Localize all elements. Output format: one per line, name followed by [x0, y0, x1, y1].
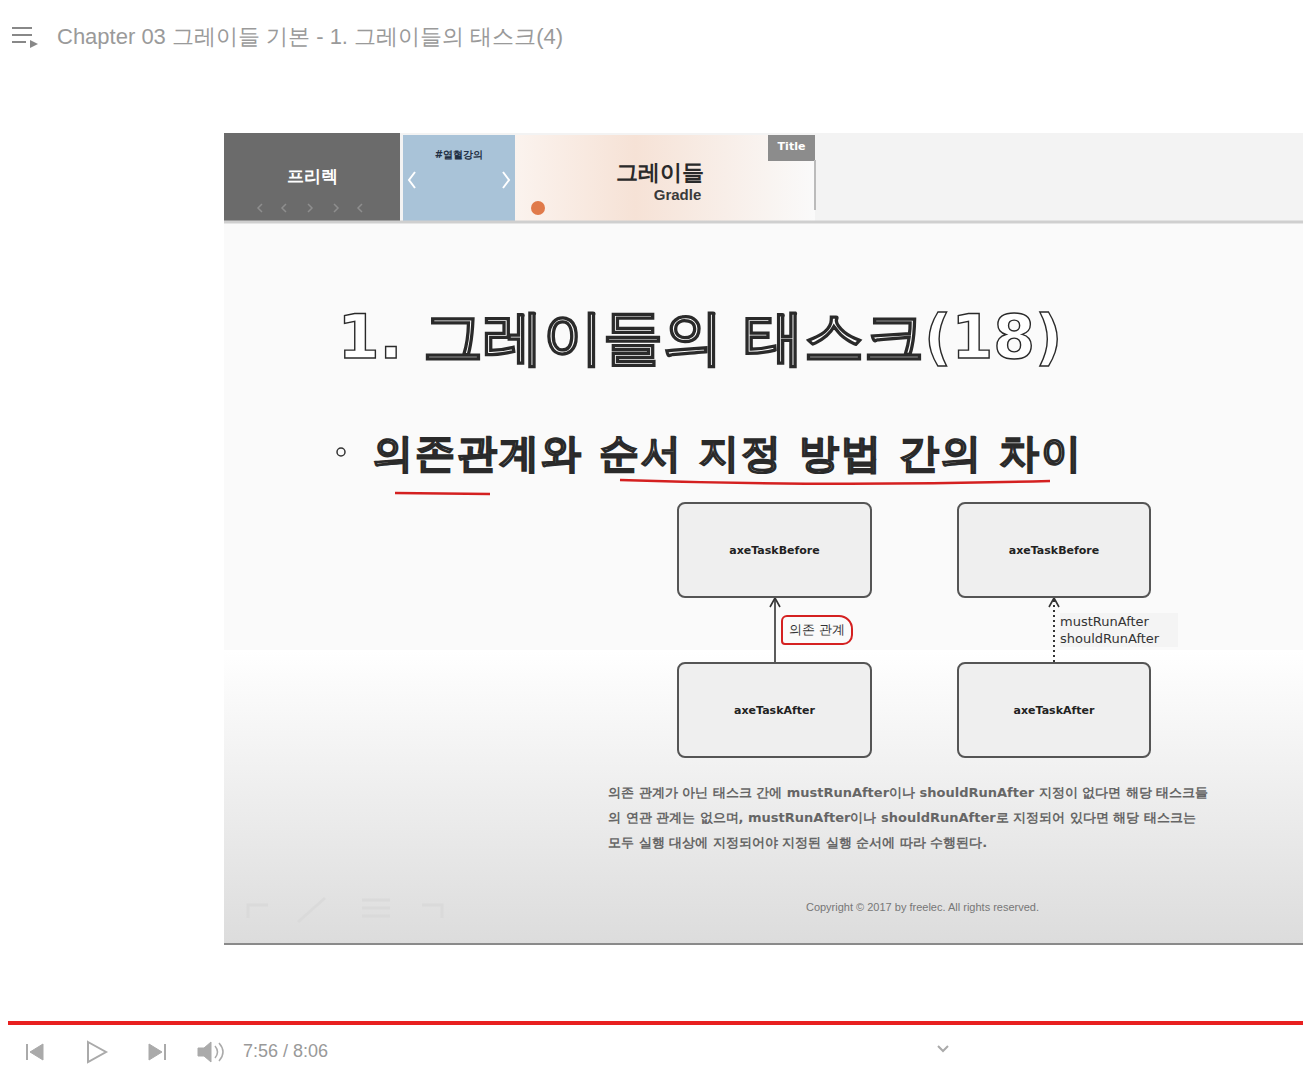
task-box: axeTaskAfter — [677, 662, 872, 758]
task-box: axeTaskBefore — [957, 502, 1151, 598]
logo-nav-dots — [258, 204, 362, 212]
header-logo-block — [224, 133, 400, 221]
task-name: axeTaskAfter — [1006, 700, 1103, 721]
task-box: axeTaskAfter — [957, 662, 1151, 758]
progress-bar — [8, 1021, 1303, 1025]
dependency-label: 의존 관계 — [781, 615, 853, 645]
header-subtitle: Gradle — [610, 186, 745, 203]
header-thumbnail — [403, 135, 515, 221]
bullet-text: 의존관계와 순서 지정 방법 간의 차이 — [373, 426, 1083, 481]
header-right-fade — [515, 135, 815, 221]
red-underline — [620, 480, 1050, 484]
task-name: axeTaskBefore — [1001, 540, 1107, 561]
title-tab — [768, 135, 815, 161]
thumbnail-arrow-left — [409, 172, 415, 188]
header-title: 그레이들 — [590, 158, 730, 188]
thumbnail-text: #열혈강의 — [406, 148, 512, 162]
note-paragraph: 의존 관계가 아닌 태스크 간에 mustRunAfter이나 shouldRu… — [608, 780, 1213, 855]
player-controls — [27, 1042, 948, 1062]
bullet-dot — [337, 448, 345, 456]
slide-bottom-fade — [224, 650, 1303, 945]
thumbnail-arrow-right — [503, 172, 509, 188]
playlist-icon — [12, 28, 38, 48]
publisher-logo: 프리렉 — [224, 165, 400, 188]
slide-bottom-edge — [224, 943, 1303, 945]
header-band — [224, 133, 1303, 221]
task-name: axeTaskBefore — [721, 540, 827, 561]
slide-nav-icons — [248, 898, 442, 922]
task-box: axeTaskBefore — [677, 502, 872, 598]
header-divider — [814, 160, 816, 210]
title-tab-text: Title — [768, 140, 815, 153]
ordering-label: mustRunAfter shouldRunAfter — [1060, 613, 1178, 647]
dependency-arrow — [770, 598, 780, 662]
red-underline — [395, 493, 490, 494]
thumbnail-decoration — [531, 201, 545, 215]
slide-background — [224, 133, 1303, 945]
copyright: Copyright © 2017 by freelec. All rights … — [700, 901, 1145, 913]
video-time: 7:56 / 8:06 — [243, 1041, 328, 1062]
ordering-arrow — [1049, 598, 1059, 662]
slide-title: 1. 그레이들의 태스크(18) — [300, 298, 1100, 379]
video-title: Chapter 03 그레이들 기본 - 1. 그레이들의 태스크(4) — [57, 22, 563, 52]
task-name: axeTaskAfter — [726, 700, 823, 721]
header-shadow — [224, 221, 1303, 224]
